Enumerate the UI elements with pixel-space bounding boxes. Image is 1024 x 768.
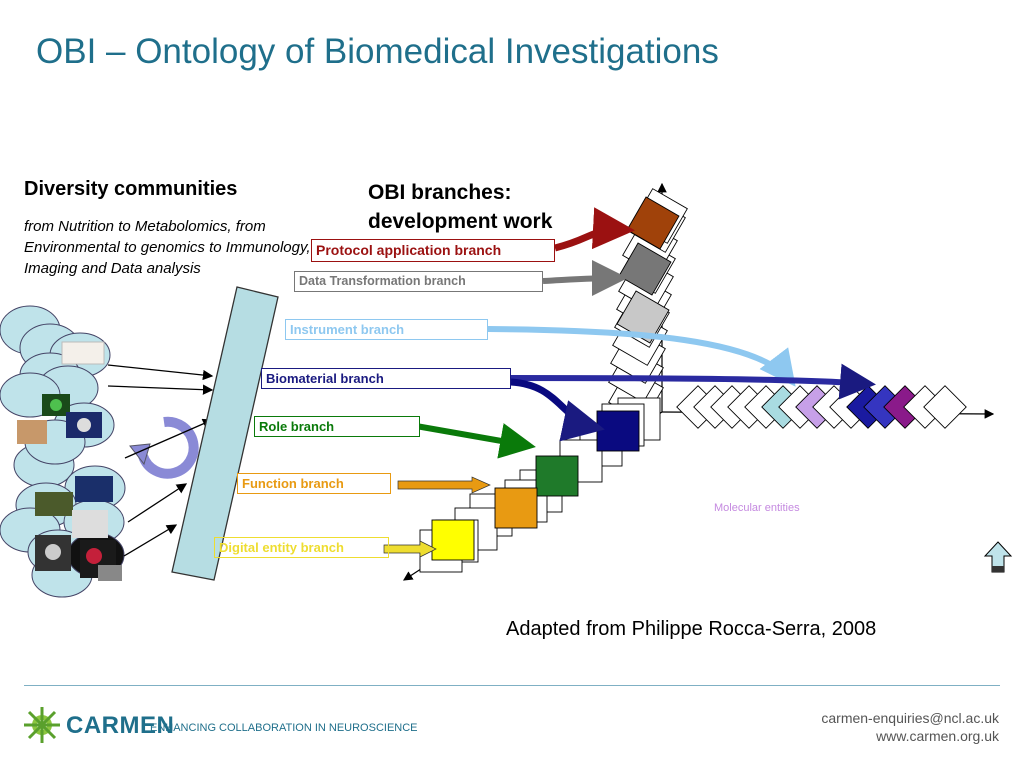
digital-entity-arrow — [383, 540, 437, 558]
website-link[interactable]: www.carmen.org.uk — [876, 728, 999, 744]
branch-arrows — [415, 207, 876, 459]
contact-email[interactable]: carmen-enquiries@ncl.ac.uk — [821, 710, 999, 726]
branch-label-protocol-application: Protocol application branch — [311, 239, 555, 262]
branch-label-function: Function branch — [237, 473, 391, 494]
branch-label-instrument: Instrument branch — [285, 319, 488, 340]
diversity-subtext: from Nutrition to Metabolomics, from Env… — [24, 218, 311, 277]
ontology-bar — [171, 286, 279, 581]
refresh-cycle-icon — [129, 416, 199, 479]
branch-label-digital-entity: Digital entity branch — [214, 537, 389, 558]
diversity-heading: Diversity communities — [24, 178, 238, 200]
diagonal-stack — [419, 397, 661, 573]
community-arrows — [107, 364, 214, 557]
footer-divider — [24, 685, 1000, 686]
vertical-stack — [608, 188, 688, 423]
horizontal-stack — [676, 385, 967, 429]
branch-label-biomaterial: Biomaterial branch — [261, 368, 511, 389]
up-arrow-icon — [983, 541, 1013, 573]
obi-heading-line1: OBI branches: — [368, 181, 512, 204]
function-arrow — [397, 476, 491, 494]
carmen-tagline: ENHANCING COLLABORATION IN NEUROSCIENCE — [150, 722, 418, 734]
credit-text: Adapted from Philippe Rocca-Serra, 2008 — [506, 618, 877, 640]
slide-title: OBI – Ontology of Biomedical Investigati… — [36, 32, 719, 71]
branch-label-data-transformation: Data Transformation branch — [294, 271, 543, 292]
carmen-logo-icon — [24, 707, 60, 743]
obi-heading: OBI branches: development work — [368, 178, 552, 236]
carmen-brand: CARMEN — [66, 712, 175, 739]
branch-label-role: Role branch — [254, 416, 420, 437]
obi-heading-line2: development work — [368, 210, 553, 233]
community-thumbnails — [17, 341, 122, 581]
molecular-entities-label: Molecular entities — [714, 502, 800, 514]
